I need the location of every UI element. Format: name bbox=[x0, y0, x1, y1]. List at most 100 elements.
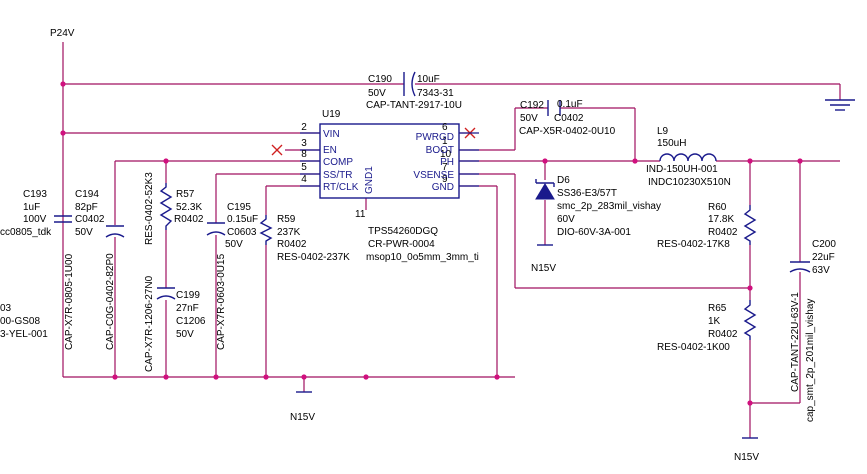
component-part: CAP-X7R-0603-0U15 bbox=[216, 253, 227, 350]
junction bbox=[60, 130, 66, 136]
component-ref: D6 bbox=[557, 175, 570, 186]
junction bbox=[112, 374, 118, 380]
component-ref: C199 bbox=[176, 290, 200, 301]
pin-name: VIN bbox=[323, 129, 340, 140]
junction bbox=[747, 158, 753, 164]
component-value: 0.1uF bbox=[557, 99, 583, 110]
component-value: 10uF bbox=[417, 74, 440, 85]
junction bbox=[263, 374, 269, 380]
component-value: 150uH bbox=[657, 138, 686, 149]
component-package: R0402 bbox=[174, 214, 204, 225]
pin-name: SS/TR bbox=[323, 170, 352, 181]
pin-number: 5 bbox=[301, 162, 307, 173]
component-package: C0603 bbox=[227, 227, 257, 238]
ic-part: TPS54260DGQ bbox=[368, 226, 438, 237]
junction bbox=[163, 374, 169, 380]
component-value: 22uF bbox=[812, 252, 835, 263]
resistor-r60: R60 17.8K R0402 RES-0402-17K8 bbox=[657, 202, 757, 250]
component-voltage: 50V bbox=[368, 88, 386, 99]
junction bbox=[542, 158, 548, 164]
ic-footprint: msop10_0o5mm_3mm_ti bbox=[366, 252, 479, 263]
inductor-l9: L9 150uH IND-150UH-001 INDC10230X510N bbox=[646, 126, 731, 188]
component-ref: C192 bbox=[520, 100, 544, 111]
resistor-r59: R59 237K R0402 RES-0402-237K bbox=[259, 214, 350, 263]
pin-name: VSENSE bbox=[413, 170, 454, 181]
junction bbox=[797, 158, 803, 164]
component-part: RES-0402-1K00 bbox=[657, 342, 730, 353]
junction bbox=[301, 374, 307, 380]
junction bbox=[163, 158, 169, 164]
pin-name: RT/CLK bbox=[323, 182, 359, 193]
component-package: R0402 bbox=[708, 329, 738, 340]
cutoff-label: 00-GS08 bbox=[0, 316, 40, 327]
ic-body bbox=[319, 123, 460, 199]
capacitor-c194: C194 82pF C0402 50V CAP-C0G-0402-82P0 bbox=[75, 189, 125, 350]
junction bbox=[747, 400, 753, 406]
pin-name: EN bbox=[323, 145, 337, 156]
diode-symbol bbox=[535, 183, 555, 200]
pin-number: 8 bbox=[301, 149, 307, 160]
ic-u19: U19 2 3 8 5 4 VIN EN COMP SS/TR RT/CLK 6… bbox=[300, 109, 479, 263]
capacitor-c195: C195 0.15uF C0603 50V CAP-X7R-0603-0U15 bbox=[206, 202, 258, 350]
ground-symbol-chassis bbox=[825, 99, 855, 111]
component-voltage: 50V bbox=[520, 113, 538, 124]
component-package: cap_smt_2p_201mil_vishay bbox=[805, 299, 816, 422]
component-part: IND-150UH-001 bbox=[646, 164, 718, 175]
component-part: RES-0402-237K bbox=[277, 252, 350, 263]
ic-code: CR-PWR-0004 bbox=[368, 239, 435, 250]
component-ref: R59 bbox=[277, 214, 296, 225]
component-package: INDC10230X510N bbox=[648, 177, 731, 188]
component-package: C0402 bbox=[554, 113, 584, 124]
component-value: 237K bbox=[277, 227, 301, 238]
junctions bbox=[60, 81, 803, 406]
resistor-r65: R65 1K R0402 RES-0402-1K00 bbox=[657, 300, 757, 353]
pin-number: 3 bbox=[301, 138, 307, 149]
junction bbox=[213, 374, 219, 380]
component-ref: L9 bbox=[657, 126, 669, 137]
component-part: CAP-TANT-22U-63V-1 bbox=[790, 292, 801, 392]
component-value: 17.8K bbox=[708, 214, 734, 225]
capacitor-c190: C190 10uF 50V 7343-31 CAP-TANT-2917-10U bbox=[366, 71, 462, 111]
component-package: C1206 bbox=[176, 316, 206, 327]
net-label-n15v-right: N15V bbox=[734, 452, 759, 463]
component-part: SS36-E3/57T bbox=[557, 188, 617, 199]
component-voltage: 63V bbox=[812, 265, 830, 276]
component-package: R0402 bbox=[708, 227, 738, 238]
capacitor-c192: C192 0.1uF 50V C0402 CAP-X5R-0402-0U10 bbox=[519, 99, 616, 137]
component-package: R0402 bbox=[277, 239, 307, 250]
pin-number: 1 bbox=[442, 136, 448, 147]
component-part: CAP-TANT-2917-10U bbox=[366, 100, 462, 111]
pin-number: 7 bbox=[442, 162, 448, 173]
component-part: CAP-X7R-0805-1U00 bbox=[64, 253, 75, 350]
component-package: 7343-31 bbox=[417, 88, 454, 99]
pin-name: PH bbox=[440, 157, 454, 168]
component-package: cc0805_tdk bbox=[0, 227, 52, 238]
junction bbox=[363, 374, 369, 380]
ic-ref: U19 bbox=[322, 109, 341, 120]
wires bbox=[62, 42, 841, 438]
pin-number: 4 bbox=[301, 174, 307, 185]
resistor-r57: R57 52.3K R0402 RES-0402-52K3 bbox=[144, 172, 204, 245]
pin-number: 10 bbox=[440, 149, 452, 160]
component-value: 0.15uF bbox=[227, 214, 258, 225]
component-part: CAP-C0G-0402-82P0 bbox=[105, 253, 116, 350]
component-ref: R65 bbox=[708, 303, 727, 314]
component-value: 1uF bbox=[23, 202, 40, 213]
component-ref: R57 bbox=[176, 189, 195, 200]
pin-number: 6 bbox=[442, 122, 448, 133]
component-value: 1K bbox=[708, 316, 721, 327]
ic-gnd-label: GND1 bbox=[364, 166, 375, 194]
component-value: 82pF bbox=[75, 202, 98, 213]
component-voltage: 100V bbox=[23, 214, 47, 225]
junction bbox=[747, 285, 753, 291]
component-voltage: 60V bbox=[557, 214, 575, 225]
net-label-n15v-diode: N15V bbox=[531, 263, 556, 274]
pin-number: 11 bbox=[355, 209, 366, 220]
diode-d6: D6 SS36-E3/57T smc_2p_283mil_vishay 60V … bbox=[535, 175, 661, 238]
component-package: smc_2p_283mil_vishay bbox=[557, 201, 661, 212]
cutoff-labels: 03 00-GS08 3-YEL-001 bbox=[0, 303, 48, 340]
pin-number: 9 bbox=[442, 174, 448, 185]
pin-name: GND bbox=[432, 182, 454, 193]
component-voltage: 50V bbox=[225, 239, 243, 250]
